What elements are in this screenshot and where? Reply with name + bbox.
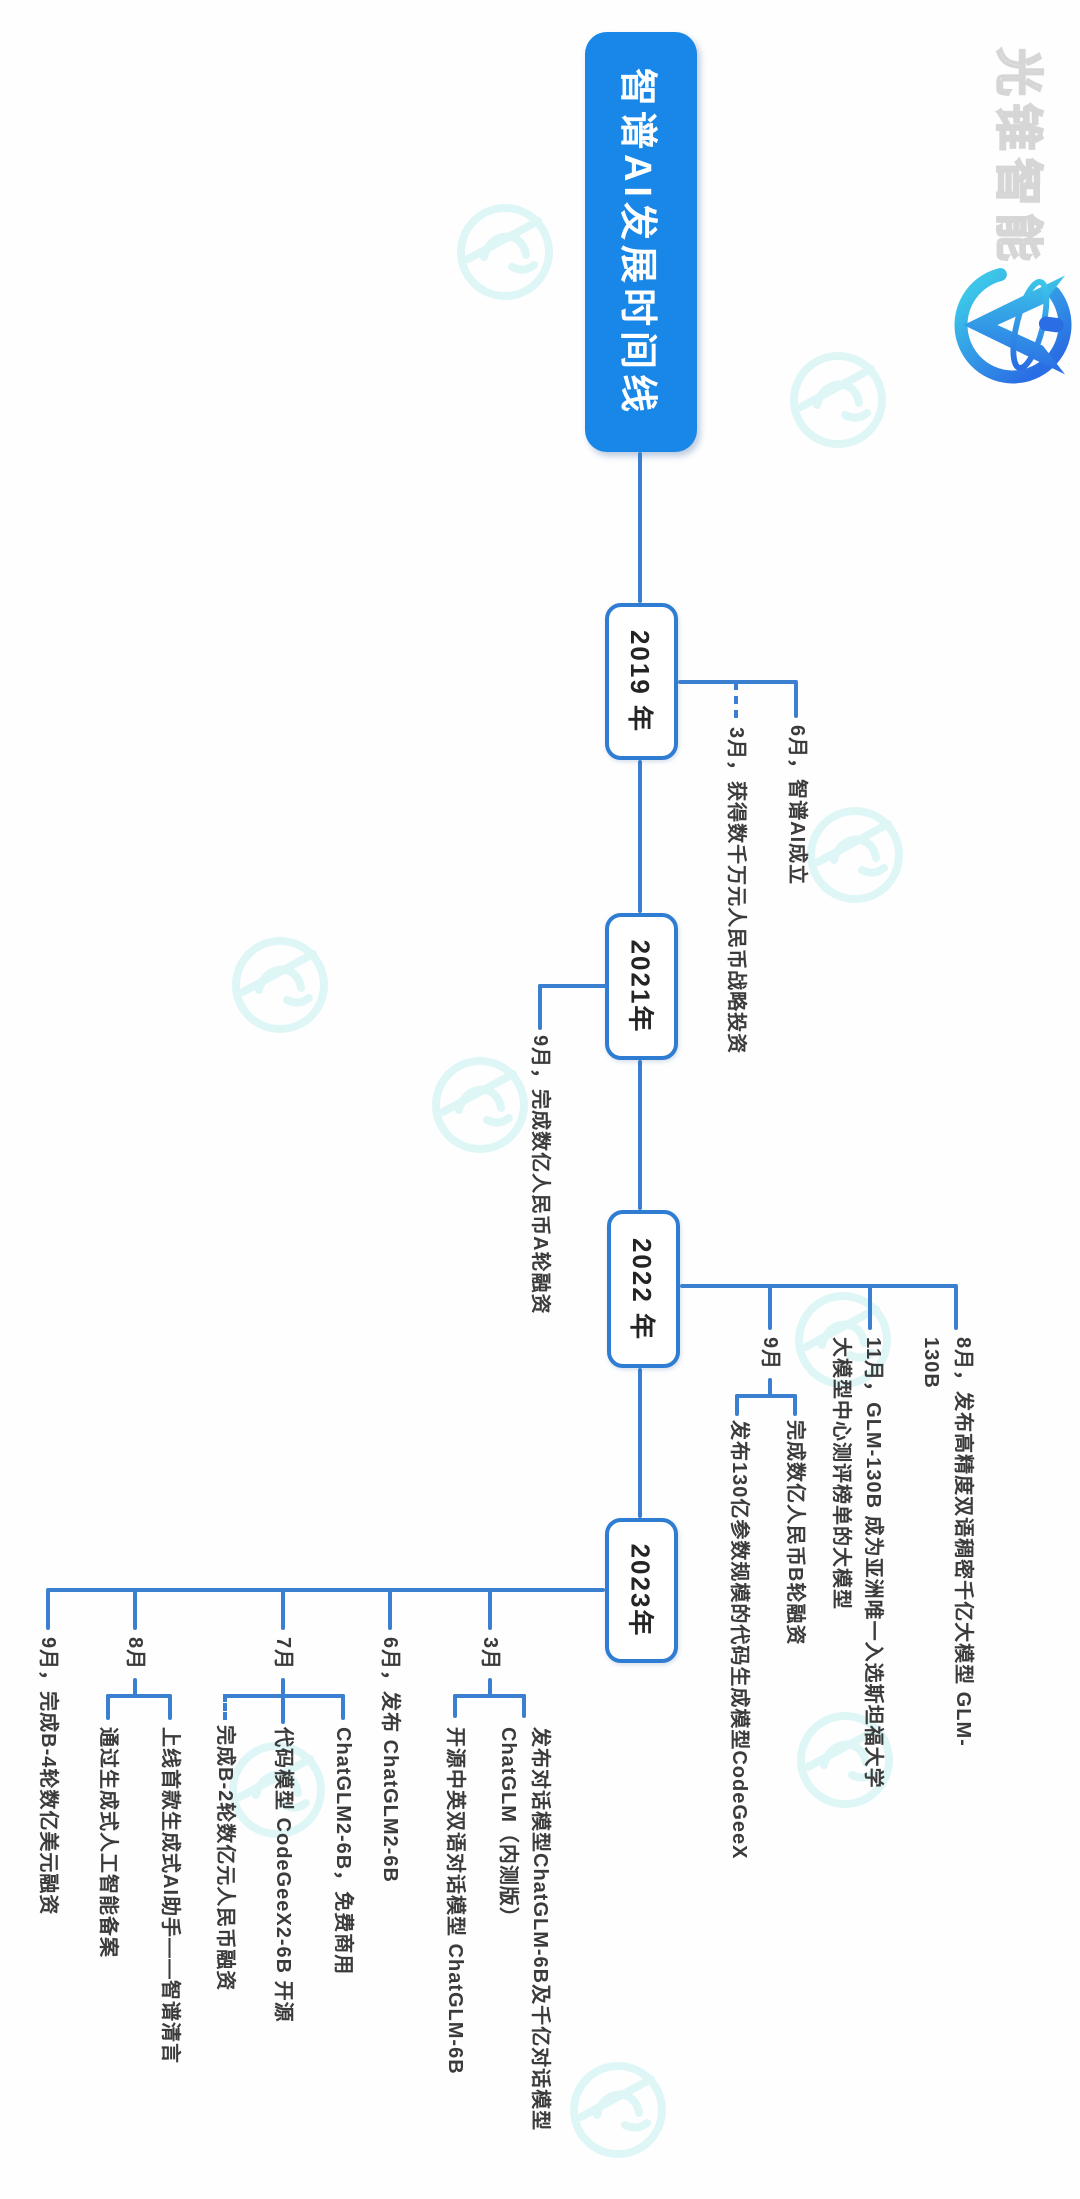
connector-2023-jul-bracket xyxy=(223,1694,345,1698)
event-label: 9月，完成B-4轮数亿美元融资 xyxy=(37,1637,59,1916)
watermark-stamp xyxy=(425,1050,535,1165)
zhipu-logo-icon xyxy=(948,256,1078,395)
connector-2023-jul-riser xyxy=(281,1678,285,1724)
year-label: 2022 年 xyxy=(627,1237,658,1341)
event-label: 6月，发布 ChatGLM2-6B xyxy=(379,1637,401,1883)
year-label: 2019 年 xyxy=(625,629,656,734)
sub-event-label: 发布130亿参数规模的代码生成模型CodeGeeX xyxy=(728,1420,750,1860)
connector-2019-mar-dashed xyxy=(734,682,738,718)
connector-sub xyxy=(106,1694,110,1720)
event-label: 3月，获得数千万元人民币战略投资 xyxy=(725,727,747,1055)
timeline-spine xyxy=(638,1060,642,1210)
connector-2023-aug xyxy=(133,1590,137,1630)
watermark-stamp xyxy=(450,197,560,312)
connector-2023-sep xyxy=(46,1590,50,1630)
connector-sub xyxy=(168,1694,172,1720)
connector-sub xyxy=(735,1394,739,1416)
connector-2022-sep-bracket xyxy=(735,1394,797,1398)
month-label: 3月 xyxy=(479,1637,501,1671)
timeline-spine xyxy=(638,760,642,913)
watermark-stamp xyxy=(783,345,893,460)
connector-2023-jun xyxy=(388,1590,392,1630)
sub-event-label: 完成数亿人民币B轮融资 xyxy=(784,1420,806,1646)
connector-sub xyxy=(793,1394,797,1416)
connector-2021 xyxy=(538,984,607,988)
event-label: 11月，GLM-130B 成为亚洲唯一入选斯坦福大学 大模型中心测评榜单的大模型 xyxy=(830,1337,884,1789)
sub-event-label: ChatGLM2-6B，免费商用 xyxy=(332,1727,354,1976)
event-label: 6月，智谱AI成立 xyxy=(786,725,808,886)
connector-2023-mar xyxy=(488,1590,492,1630)
connector-2021-sep xyxy=(538,984,542,1030)
connector-2023-aug-bracket xyxy=(106,1694,172,1698)
month-label: 7月 xyxy=(272,1637,294,1671)
sub-event-label: 代码模型 CodeGeeX2-6B 开源 xyxy=(272,1727,294,2023)
timeline-title: 智谱AI发展时间线 xyxy=(585,32,697,452)
month-label: 9月 xyxy=(759,1337,781,1371)
sub-event-label: 完成B-2轮数亿元人民币融资 xyxy=(214,1725,236,1992)
connector-2023-jul xyxy=(281,1590,285,1630)
connector-2023-aug-riser xyxy=(133,1678,137,1696)
timeline-title-text: 智谱AI发展时间线 xyxy=(615,67,658,417)
watermark-stamp xyxy=(563,2055,673,2170)
connector-2023-mar-bracket xyxy=(453,1694,526,1698)
connector-2022-aug xyxy=(954,1286,958,1330)
watermark-stamp xyxy=(225,930,335,1045)
year-label: 2023年 xyxy=(625,1543,655,1638)
sub-event-label: 上线首款生成式AI助手——智谱清言 xyxy=(159,1727,181,2064)
year-node-2023: 2023年 xyxy=(605,1518,678,1663)
connector-2019-jun xyxy=(794,682,798,718)
connector-2022-sep xyxy=(768,1286,772,1330)
event-label: 8月，发布高精度双语稠密千亿大模型 GLM- 130B xyxy=(920,1337,974,1747)
connector-2022 xyxy=(680,1284,958,1288)
month-label: 8月 xyxy=(124,1637,146,1671)
connector-2019 xyxy=(678,680,798,684)
connector-sub xyxy=(522,1694,526,1718)
connector-sub-dashed xyxy=(223,1694,227,1720)
year-node-2021: 2021年 xyxy=(605,913,678,1060)
timeline-spine xyxy=(638,1368,642,1518)
connector-2022-nov xyxy=(868,1286,872,1330)
connector-2022-sep-riser xyxy=(768,1378,772,1398)
brand-watermark: 光锥智能 xyxy=(990,47,1045,269)
year-node-2022: 2022 年 xyxy=(607,1210,680,1368)
sub-event-label: 发布对话模型ChatGLM-6B及千亿对话模型 ChatGLM（内测版） xyxy=(497,1727,551,2132)
event-label: 9月，完成数亿人民币A轮融资 xyxy=(529,1035,551,1315)
year-node-2019: 2019 年 xyxy=(605,603,678,760)
sub-event-label: 通过生成式人工智能备案 xyxy=(97,1727,119,1958)
watermark-stamp xyxy=(800,800,910,915)
connector-sub xyxy=(341,1694,345,1720)
timeline-spine xyxy=(638,452,642,603)
connector-2023 xyxy=(46,1588,605,1592)
sub-event-label: 开源中英双语对话模型 ChatGLM-6B xyxy=(444,1727,466,2075)
year-label: 2021年 xyxy=(625,939,655,1034)
connector-2023-mar-riser xyxy=(488,1678,492,1696)
connector-sub xyxy=(453,1694,457,1718)
